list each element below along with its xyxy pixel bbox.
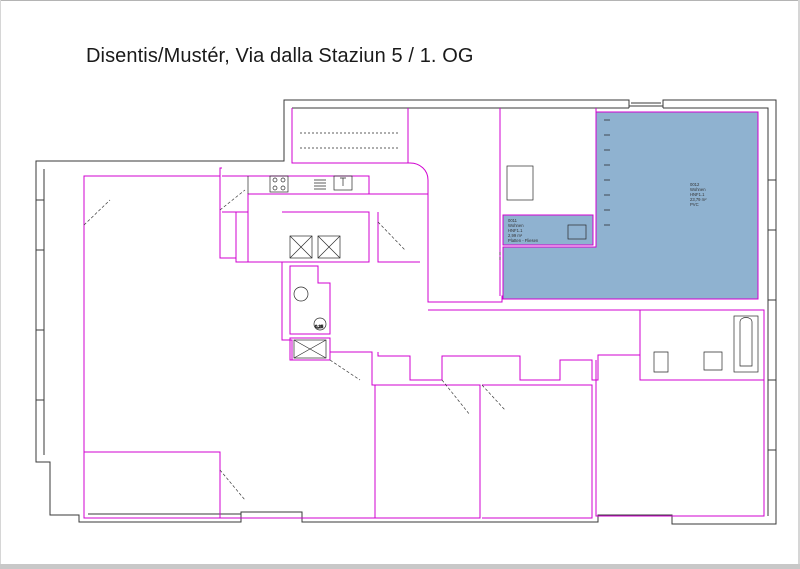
shaft-crossed-1 bbox=[289, 235, 313, 259]
room-0012-fill bbox=[503, 112, 758, 299]
burner-icon bbox=[280, 185, 286, 191]
door-swing-room-south-a bbox=[441, 379, 471, 416]
north-room-fixtures bbox=[300, 119, 610, 240]
wall-southwest-room bbox=[84, 451, 221, 518]
room-0011-floor: Platten - Fliesen bbox=[508, 238, 539, 243]
cross-mark bbox=[289, 235, 313, 259]
room-0012-category: HNF1.1 bbox=[690, 192, 705, 197]
wall-south-rooms bbox=[375, 384, 593, 519]
kitchen-fixtures bbox=[247, 175, 353, 194]
kitchen-sink-icon bbox=[333, 175, 353, 191]
doors bbox=[83, 189, 506, 501]
wall-southeast-room bbox=[595, 360, 765, 517]
wall-central-hall bbox=[377, 309, 641, 381]
room-0012-floor: PVC bbox=[690, 202, 699, 207]
room-0011-number: 0011 bbox=[508, 218, 518, 223]
shaft-crossed-3 bbox=[293, 339, 327, 359]
toilet-icon bbox=[653, 351, 669, 373]
room-0011-category: HNF1.1 bbox=[508, 228, 523, 233]
shaft-crossed-2 bbox=[317, 235, 341, 259]
tick-marks bbox=[604, 119, 610, 226]
door-swing-living bbox=[83, 199, 111, 226]
cross-mark bbox=[293, 339, 327, 359]
room-label-0012: 0012 Wohnen HNF1.1 23,79 m² PVC bbox=[690, 182, 707, 207]
room-0012-number: 0012 bbox=[690, 182, 700, 187]
wall-corridor-right bbox=[369, 193, 428, 263]
window-reveal-right bbox=[768, 179, 776, 451]
technical-fixtures: 0,25 bbox=[289, 235, 341, 359]
door-swing-southwest bbox=[219, 469, 246, 501]
level-mark: 0,25 bbox=[315, 324, 324, 329]
burner-icon bbox=[280, 177, 286, 183]
room-label-0011: 0011 Wohnen HNF1.1 2,99 m² Platten - Fli… bbox=[508, 218, 539, 243]
window-reveal-top bbox=[628, 100, 664, 108]
door-swing-room-south-b bbox=[481, 384, 506, 411]
wall-outline-west-living bbox=[83, 175, 376, 519]
wall-room-0012 bbox=[502, 111, 759, 300]
drain-icon bbox=[313, 317, 327, 331]
room-0012-name: Wohnen bbox=[690, 187, 706, 192]
burner-icon bbox=[272, 177, 278, 183]
room-0011-area: 2,99 m² bbox=[508, 233, 523, 238]
basin-icon bbox=[703, 351, 723, 371]
frame-edge-top bbox=[0, 0, 800, 1]
cabinet-icon bbox=[567, 224, 587, 240]
frame-edge-left bbox=[0, 0, 1, 569]
wall-corridor-left bbox=[235, 211, 370, 263]
wall-bathroom bbox=[639, 309, 765, 381]
window-reveal-left bbox=[36, 199, 44, 401]
door-swing-corridor bbox=[377, 221, 406, 251]
cooktop-icon bbox=[269, 175, 289, 193]
frame-edge-bottom bbox=[0, 564, 800, 569]
highlighted-rooms bbox=[503, 112, 758, 299]
plan-title: Disentis/Mustér, Via dalla Staziun 5 / 1… bbox=[86, 45, 474, 67]
oven-vent-icon bbox=[314, 179, 326, 190]
faucet-icon bbox=[340, 177, 346, 186]
bathtub-icon bbox=[733, 315, 759, 373]
wall-top-corridor bbox=[291, 108, 503, 303]
room-0011-name: Wohnen bbox=[508, 223, 524, 228]
burner-icon bbox=[272, 185, 278, 191]
bathroom-fixtures bbox=[653, 315, 759, 373]
wall-shaft bbox=[289, 265, 331, 335]
door-swing-hall bbox=[329, 359, 361, 381]
interior-walls bbox=[83, 108, 765, 519]
outer-wall-inner-face bbox=[43, 107, 769, 516]
boiler-icon bbox=[293, 286, 309, 302]
bathtub-inner bbox=[739, 317, 753, 367]
cross-mark bbox=[317, 235, 341, 259]
wall-room-0011 bbox=[502, 214, 594, 246]
room-0012-area: 23,79 m² bbox=[690, 197, 707, 202]
outer-walls bbox=[35, 99, 777, 525]
room-0011-fill bbox=[503, 215, 593, 245]
door-swing-kitchen bbox=[219, 189, 246, 211]
frame-edge-right bbox=[798, 0, 800, 569]
washbasin-icon bbox=[506, 165, 534, 201]
